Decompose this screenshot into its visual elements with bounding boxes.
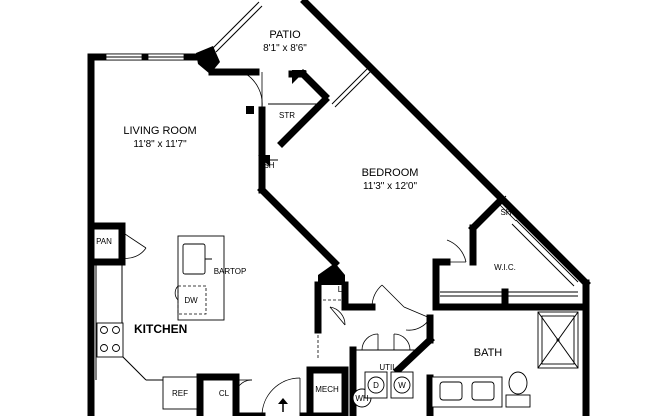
wh-label: WH bbox=[355, 394, 369, 403]
toilet bbox=[508, 371, 528, 395]
living-dims: 11'8" x 11'7" bbox=[133, 139, 187, 150]
ref-label: REF bbox=[172, 389, 188, 398]
util-label: UTIL bbox=[379, 363, 397, 372]
doors bbox=[121, 70, 517, 416]
interior-walls bbox=[87, 65, 590, 416]
dw-label: DW bbox=[184, 296, 198, 305]
wic-label: W.I.C. bbox=[494, 263, 516, 272]
kitchen-name: KITCHEN bbox=[134, 322, 187, 336]
patio-dims: 8'1" x 8'6" bbox=[263, 43, 307, 54]
bedroom-name: BEDROOM bbox=[362, 167, 419, 179]
sh-left-label: SH bbox=[263, 161, 274, 170]
living-windows bbox=[105, 53, 185, 61]
pan-label: PAN bbox=[96, 237, 112, 246]
labels: PATIO 8'1" x 8'6" LIVING ROOM 11'8" x 11… bbox=[96, 29, 516, 403]
exterior-walls bbox=[87, 0, 591, 416]
refrigerator bbox=[162, 376, 198, 410]
str-label: STR bbox=[279, 111, 295, 120]
bartop-label: BARTOP bbox=[214, 267, 247, 276]
d-label: D bbox=[373, 381, 379, 390]
fixtures bbox=[95, 235, 579, 410]
living-name: LIVING ROOM bbox=[123, 125, 196, 137]
island-sink bbox=[182, 243, 206, 275]
sh-right-label: SH bbox=[500, 208, 511, 217]
cl-label: CL bbox=[219, 389, 230, 398]
bath-name: BATH bbox=[474, 347, 503, 359]
entry-arrow-icon bbox=[278, 398, 288, 412]
l-label: L bbox=[338, 285, 343, 294]
w-label: W bbox=[398, 381, 406, 390]
patio-name: PATIO bbox=[269, 29, 301, 41]
mech-label: MECH bbox=[315, 385, 339, 394]
bedroom-dims: 11'3" x 12'0" bbox=[363, 181, 418, 192]
